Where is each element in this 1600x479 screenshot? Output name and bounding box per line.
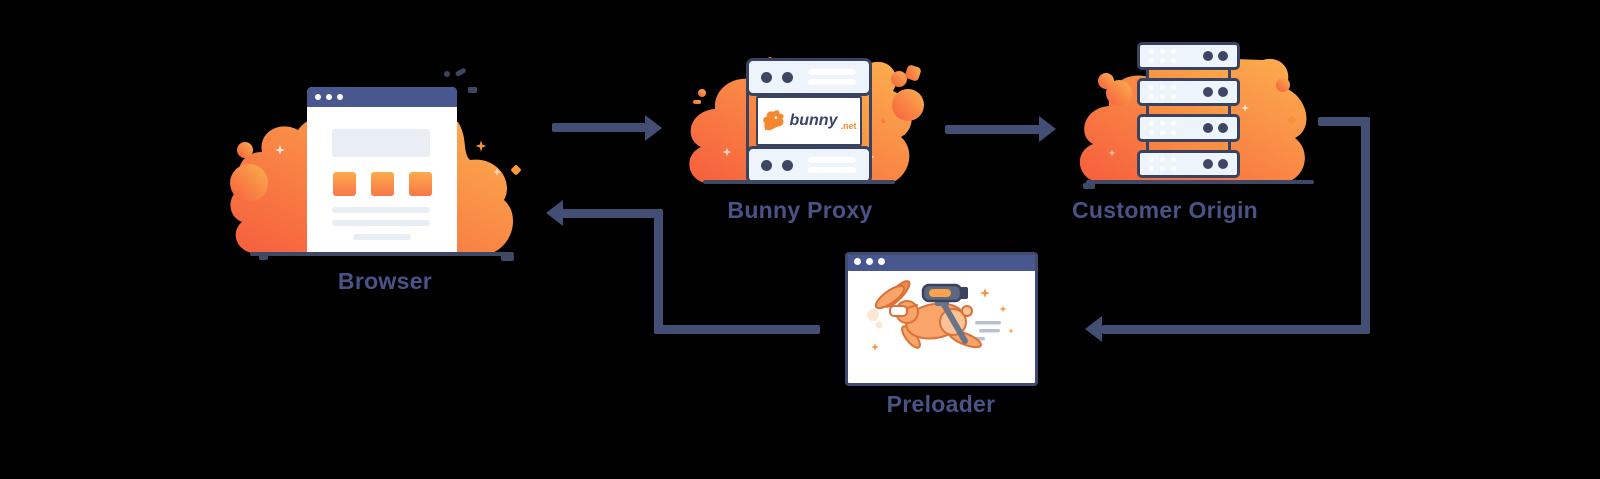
window-dot-icon [854,258,861,265]
vent-lines-icon [808,157,856,173]
ground-line [1086,180,1314,184]
vent-dots-icon [1149,157,1176,171]
origin-server-unit [1137,114,1240,142]
window-dot-icon [326,94,332,100]
arrowhead-left-icon [1085,316,1102,342]
vent-dots-icon [1149,85,1176,99]
led-icon [782,71,793,83]
connector-segment [654,325,820,334]
content-tile [371,172,394,196]
preloader-window [845,252,1038,386]
text-line-placeholder [332,220,430,226]
bunny-proxy-label: Bunny Proxy [727,197,873,223]
arrow-shaft [1102,325,1370,334]
bunny-logo-panel: bunny .net [756,96,862,146]
window-dot-icon [337,94,343,100]
ground-foot [1083,183,1095,189]
page-hero-placeholder [332,129,430,157]
ground-line [250,252,514,256]
text-line-placeholder [353,234,411,240]
connector-segment [1318,117,1370,126]
logo-brand-text: bunny [789,112,838,129]
arrow-shaft [552,123,648,132]
arrow-shaft [562,209,663,218]
content-tile [333,172,356,196]
text-line-placeholder [332,207,430,213]
ground-foot [259,255,268,260]
content-tile [409,172,432,196]
led-pair-icon [1203,87,1228,97]
browser-window [307,87,457,253]
connector-segment [654,209,663,334]
browser-label: Browser [337,268,433,294]
led-pair-icon [1203,123,1228,133]
ground-line [703,180,895,184]
window-dot-icon [878,258,885,265]
origin-server-unit [1137,42,1240,70]
connector-segment [1361,117,1370,334]
customer-origin-label: Customer Origin [1072,197,1258,223]
navy-specks-icon [444,68,477,93]
ground-foot [501,255,514,261]
led-pair-icon [1203,51,1228,61]
vent-lines-icon [808,69,856,85]
vent-dots-icon [1149,49,1176,63]
arrowhead-right-icon [645,115,662,141]
led-icon [761,159,772,171]
led-icon [761,71,772,83]
arrowhead-right-icon [1039,116,1056,142]
origin-server-unit [1137,150,1240,178]
browser-titlebar [307,87,457,107]
window-dot-icon [866,258,873,265]
preloader-label: Preloader [886,391,996,417]
proxy-server-unit [746,58,872,96]
logo-tld-text: .net [840,121,857,131]
arrow-shaft [945,125,1040,134]
window-dot-icon [315,94,321,100]
origin-server-unit [1137,78,1240,106]
led-pair-icon [1203,159,1228,169]
bunny-logo-icon [763,109,785,130]
arrowhead-left-icon [546,200,563,226]
preloader-titlebar [848,255,1035,271]
running-bunny-icon [867,280,1014,351]
vent-dots-icon [1149,121,1176,135]
led-icon [782,159,793,171]
